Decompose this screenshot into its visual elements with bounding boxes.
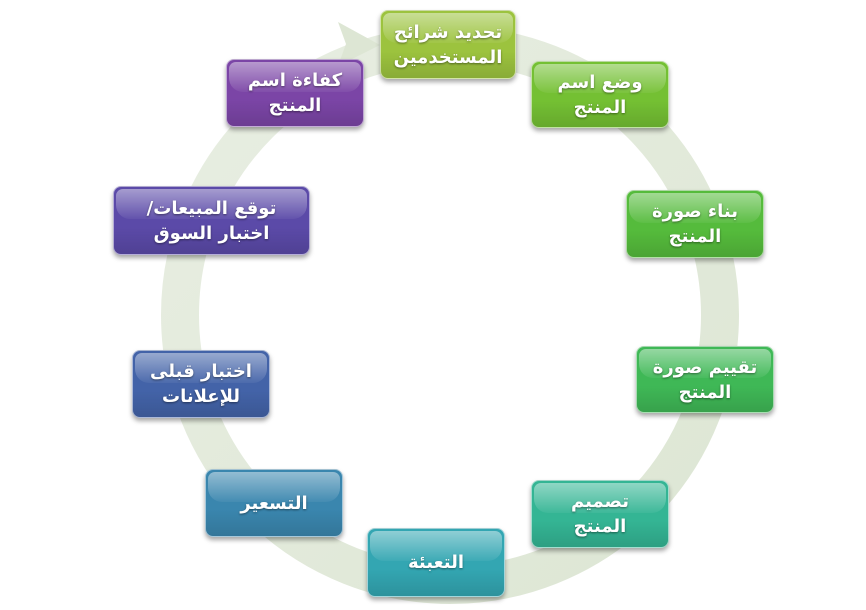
- step-build-product-image: بناء صورة المنتج: [626, 190, 764, 258]
- step-define-user-segments: تحديد شرائح المستخدمين: [380, 10, 516, 79]
- step-label: تقييم صورة المنتج: [652, 356, 758, 403]
- step-sales-forecast-market-test: توقع المبيعات/ اختبار السوق: [113, 186, 310, 255]
- step-product-naming: وضع اسم المنتج: [531, 61, 669, 128]
- step-label: تصميم المنتج: [570, 491, 630, 537]
- step-ad-pretest: اختبار قبلى للإعلانات: [132, 350, 270, 418]
- step-label: كفاءة اسم المنتج: [247, 70, 343, 116]
- step-label: وضع اسم المنتج: [557, 71, 643, 118]
- step-label: تحديد شرائح المستخدمين: [393, 21, 503, 68]
- step-label: توقع المبيعات/ اختبار السوق: [146, 197, 277, 244]
- step-label: التعبئة: [407, 552, 465, 573]
- step-label: بناء صورة المنتج: [652, 201, 739, 247]
- step-packaging: التعبئة: [367, 528, 505, 597]
- step-evaluate-product-image: تقييم صورة المنتج: [636, 346, 774, 413]
- cycle-arrowhead: [338, 22, 380, 66]
- step-label: التسعير: [240, 492, 308, 514]
- step-pricing: التسعير: [205, 469, 343, 537]
- step-product-design: تصميم المنتج: [531, 480, 669, 548]
- step-label: اختبار قبلى للإعلانات: [150, 361, 252, 407]
- step-name-efficiency: كفاءة اسم المنتج: [226, 59, 364, 127]
